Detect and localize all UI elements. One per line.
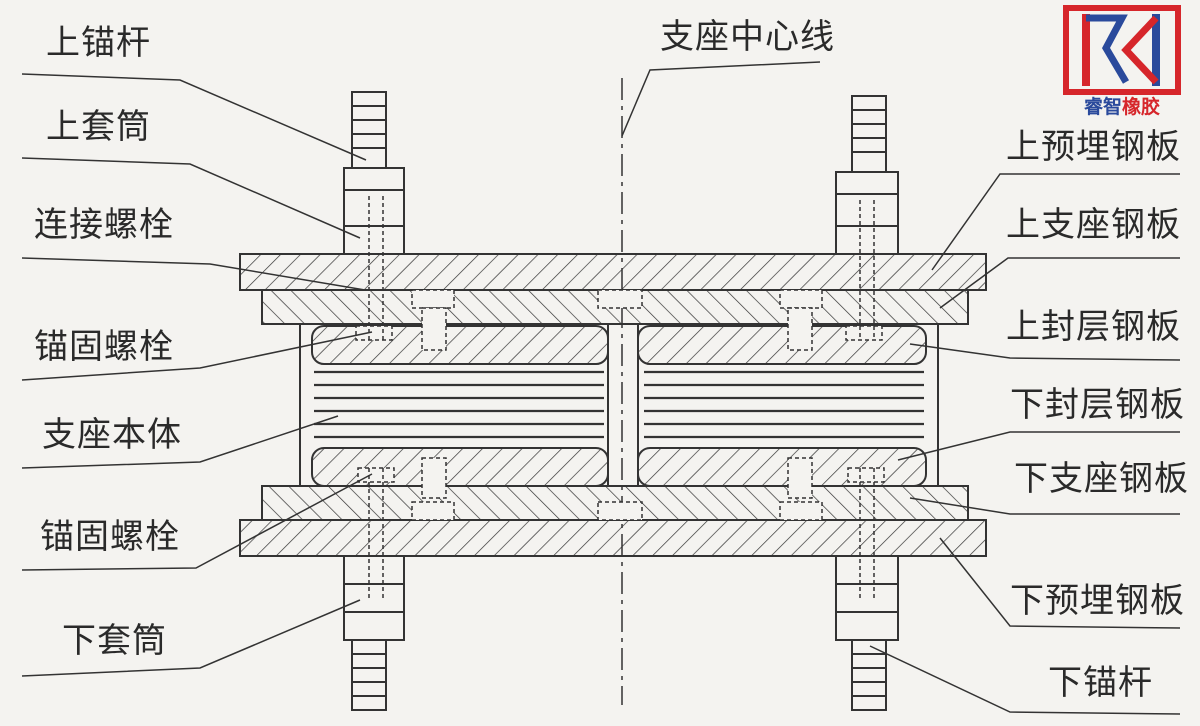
anchor-bolt-pocket-lower-left (357, 467, 395, 483)
label-upper-bearing-plate: 上支座钢板 (1006, 205, 1181, 245)
bearing-body-layers-left (314, 370, 604, 439)
logo-text-part2: 橡胶 (1122, 96, 1161, 118)
label-upper-anchor-rod: 上锚杆 (46, 23, 151, 63)
label-upper-sealing-plate: 上封层钢板 (1006, 307, 1181, 347)
bearing-body-layers-right (644, 370, 924, 439)
lower-sleeve-left (343, 555, 405, 641)
leader-upper-sealing-plate (909, 343, 1181, 361)
label-lower-sealing-plate: 下封层钢板 (1010, 385, 1185, 425)
leader-lower-sealing-plate (897, 431, 1180, 461)
leader-lower-embedded-plate (939, 537, 1181, 629)
connecting-bolt-pocket (411, 289, 455, 309)
upper-sealing-plate-right (637, 325, 927, 365)
leader-lower-sleeve (21, 599, 361, 677)
lower-sleeve-right (835, 555, 899, 641)
leader-upper-embedded-plate (931, 173, 1180, 271)
anchor-bolt-pocket-upper-left (355, 325, 393, 341)
lower-sealing-plate-left (311, 447, 609, 487)
leader-lower-bearing-plate (909, 497, 1180, 515)
label-lower-sleeve: 下套筒 (62, 621, 167, 661)
leader-bearing-centerline (621, 61, 821, 137)
upper-anchor-rod-right (851, 95, 887, 173)
label-bearing-body: 支座本体 (42, 415, 182, 455)
upper-anchor-rod-left (351, 91, 387, 169)
label-upper-sleeve: 上套筒 (46, 107, 151, 147)
label-lower-anchor-rod: 下锚杆 (1048, 663, 1153, 703)
leader-anchor-bolt-lower (21, 473, 373, 571)
label-bearing-centerline: 支座中心线 (660, 17, 835, 57)
leader-anchor-bolt-upper (21, 331, 373, 381)
leader-upper-sleeve (21, 157, 361, 239)
upper-sleeve-left (343, 167, 405, 255)
label-connecting-bolt: 连接螺栓 (34, 205, 174, 245)
lower-anchor-rod-right (851, 639, 887, 711)
label-lower-bearing-plate: 下支座钢板 (1014, 459, 1189, 499)
leader-connecting-bolt (21, 257, 366, 291)
leader-bearing-body (21, 415, 339, 469)
ruizhi-logo-mark (1063, 5, 1181, 95)
lower-anchor-rod-left (351, 639, 387, 711)
label-anchor-bolt-upper: 锚固螺栓 (34, 327, 174, 367)
label-lower-embedded-plate: 下预埋钢板 (1010, 581, 1185, 621)
logo-text: 睿智橡胶 (1058, 92, 1186, 119)
leader-lower-anchor-rod (869, 645, 1181, 715)
label-upper-embedded-plate: 上预埋钢板 (1006, 127, 1181, 167)
logo-text-part1: 睿智 (1083, 96, 1122, 118)
upper-sleeve-right (835, 171, 899, 255)
label-anchor-bolt-lower: 锚固螺栓 (40, 517, 180, 557)
leader-upper-bearing-plate (939, 257, 1180, 309)
leader-upper-anchor-rod (21, 73, 367, 161)
